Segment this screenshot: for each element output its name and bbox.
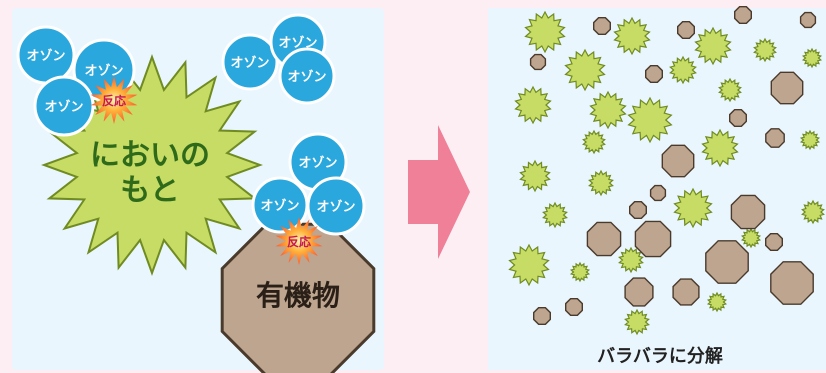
decomposed-particles [508,5,825,336]
ozone-cluster-organic: オゾン オゾン オゾン [251,132,366,236]
ozone-cluster-free: オゾン オゾン オゾン [221,13,336,105]
ozone-label: オゾン [278,35,317,51]
odor-fragment [508,243,550,287]
organic-fragment [629,200,647,220]
odor-fragment [582,129,606,155]
organic-fragment [634,220,672,258]
organic-label: 有機物 [256,279,340,312]
odor-fragment [569,261,591,283]
odor-fragment [564,48,606,92]
odor-fragment [673,187,713,229]
reaction-label: 反応 [287,234,311,249]
odor-fragment [753,37,777,63]
organic-fragment [730,194,766,230]
result-caption: バラバラに分解 [597,345,723,367]
organic-fragment [649,184,667,202]
odor-fragment [624,308,650,336]
organic-fragment [734,5,752,24]
organic-fragment [624,277,654,307]
odor-fragment [801,199,825,225]
odor-label-line1: においの [90,138,210,173]
organic-fragment [645,64,663,84]
ozone-label: オゾン [287,69,326,85]
reaction-burst-organic: 反応 [275,217,323,265]
odor-fragment [524,10,566,54]
arrow-right-icon [408,125,470,259]
organic-fragment [661,144,695,178]
odor-fragment [718,77,742,103]
ozone-molecule [33,75,95,137]
organic-fragment [770,261,814,305]
odor-fragment [627,96,673,144]
reaction-burst-odor: 反応 [90,76,138,124]
odor-fragment [740,227,762,249]
organic-fragment [799,11,817,29]
organic-matter-octagon: 有機物 [220,222,376,373]
organic-fragment [765,232,783,252]
ozone-label: オゾン [26,48,65,64]
organic-fragment [672,278,700,306]
odor-fragment [669,55,697,85]
ozone-molecule [278,47,336,105]
organic-fragment [586,221,622,257]
odor-fragment [701,128,739,168]
organic-fragment [533,307,551,325]
ozone-label: オゾン [260,198,299,214]
organic-fragment [677,21,695,39]
ozone-label: オゾン [230,55,269,71]
organic-fragment [765,128,785,148]
odor-fragment [799,129,821,151]
organic-fragment [705,240,749,284]
odor-fragment [706,291,728,313]
odor-fragment [694,26,732,66]
odor-fragment [588,169,614,197]
ozone-molecule [221,33,279,91]
odor-fragment [801,47,823,69]
ozone-molecule [306,176,366,236]
odor-label-line2: もと [120,173,179,208]
reaction-label: 反応 [102,93,126,108]
organic-fragment [565,298,583,316]
organic-fragment [729,108,747,128]
ozone-label: オゾン [316,199,355,215]
odor-fragment [514,85,552,125]
organic-fragment [770,71,804,105]
organic-fragment [593,17,611,35]
ozone-label: オゾン [298,155,337,171]
odor-fragment [542,201,568,229]
odor-fragment [519,159,551,193]
odor-fragment [618,246,644,274]
odor-fragment [613,16,651,56]
ozone-label: オゾン [84,63,123,79]
ozone-label: オゾン [44,99,83,115]
organic-fragment [529,53,547,71]
odor-source-burst: においの もと [41,54,263,276]
ozone-cluster-odor: オゾン オゾン オゾン [16,25,136,137]
odor-fragment [589,90,627,130]
